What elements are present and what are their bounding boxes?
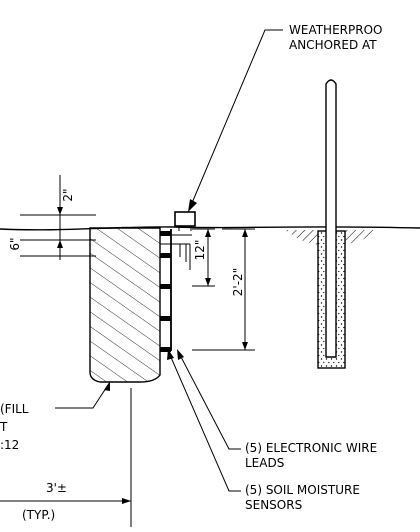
backfill-label-line1: (FILL <box>0 402 29 416</box>
wire-leads-leader <box>179 354 241 450</box>
backfill-leader <box>55 384 109 409</box>
dim-12in: 12" <box>193 240 207 261</box>
sensors-label-line2: SENSORS <box>245 498 302 512</box>
sensors-label-line1: (5) SOIL MOISTURE <box>245 483 360 497</box>
weatherproof-leader <box>191 29 283 204</box>
dim-typ: (TYP.) <box>22 508 55 522</box>
weatherproof-label-line1: WEATHERPROO <box>289 23 382 37</box>
dim-3ft: 3'± <box>46 481 67 495</box>
wire-leads-label-line1: (5) ELECTRONIC WIRE <box>245 441 377 455</box>
wire-leads-label-line2: LEADS <box>245 456 284 470</box>
anchor-post <box>285 79 380 369</box>
backfill-label-line3: :12 <box>0 438 19 452</box>
backfill-trench <box>89 227 161 383</box>
dim-2ft-2in: 2'-2" <box>231 268 245 296</box>
backfill-label-line2: T <box>0 420 8 434</box>
weatherproof-enclosure <box>174 211 196 227</box>
soil-moisture-sensors <box>160 231 171 352</box>
sensors-leader <box>169 354 241 492</box>
weatherproof-label-line2: ANCHORED AT <box>289 38 377 52</box>
dim-6in: 6" <box>8 237 22 250</box>
dim-2in: 2" <box>61 188 75 201</box>
